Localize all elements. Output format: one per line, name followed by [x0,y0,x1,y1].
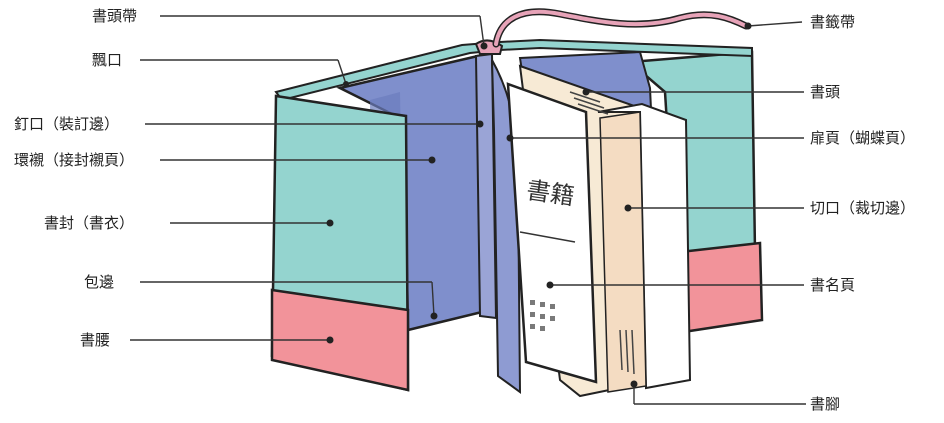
title-page-dots [530,300,555,331]
title-page-text: 書籍 [525,176,576,210]
label-turn-in: 包邊 [84,273,115,291]
label-endpaper: 環襯（接封襯頁） [14,151,135,169]
label-headband: 書頭帶 [92,7,138,25]
label-squares: 飄口 [92,51,123,69]
ribbon-bookmark-fill [494,9,748,46]
page-bottom-lines [619,329,635,375]
label-head: 書頭 [810,83,841,101]
label-fore-edge: 切口（裁切邊） [810,199,916,217]
label-belly-band: 書腰 [80,331,111,349]
title-rule [519,231,576,243]
leader-dots-right [506,22,752,388]
leader-dots-left [326,42,488,344]
label-ribbon: 書籤帶 [810,13,856,31]
label-flyleaf: 扉頁（蝴蝶頁） [810,129,916,147]
leader-lines-right [510,21,806,405]
front-belly-band [270,288,410,392]
back-cover-belly-band [678,241,764,334]
leader-lines-left [130,15,485,341]
label-gutter: 釘口（裝訂邊） [14,115,120,133]
label-title-page: 書名頁 [810,276,856,294]
title-page-sheet [506,82,598,384]
page-fore-edge [599,111,647,393]
label-tail: 書腳 [810,395,841,413]
label-cover: 書封（書衣） [44,214,135,232]
page-top-lines [569,91,609,115]
